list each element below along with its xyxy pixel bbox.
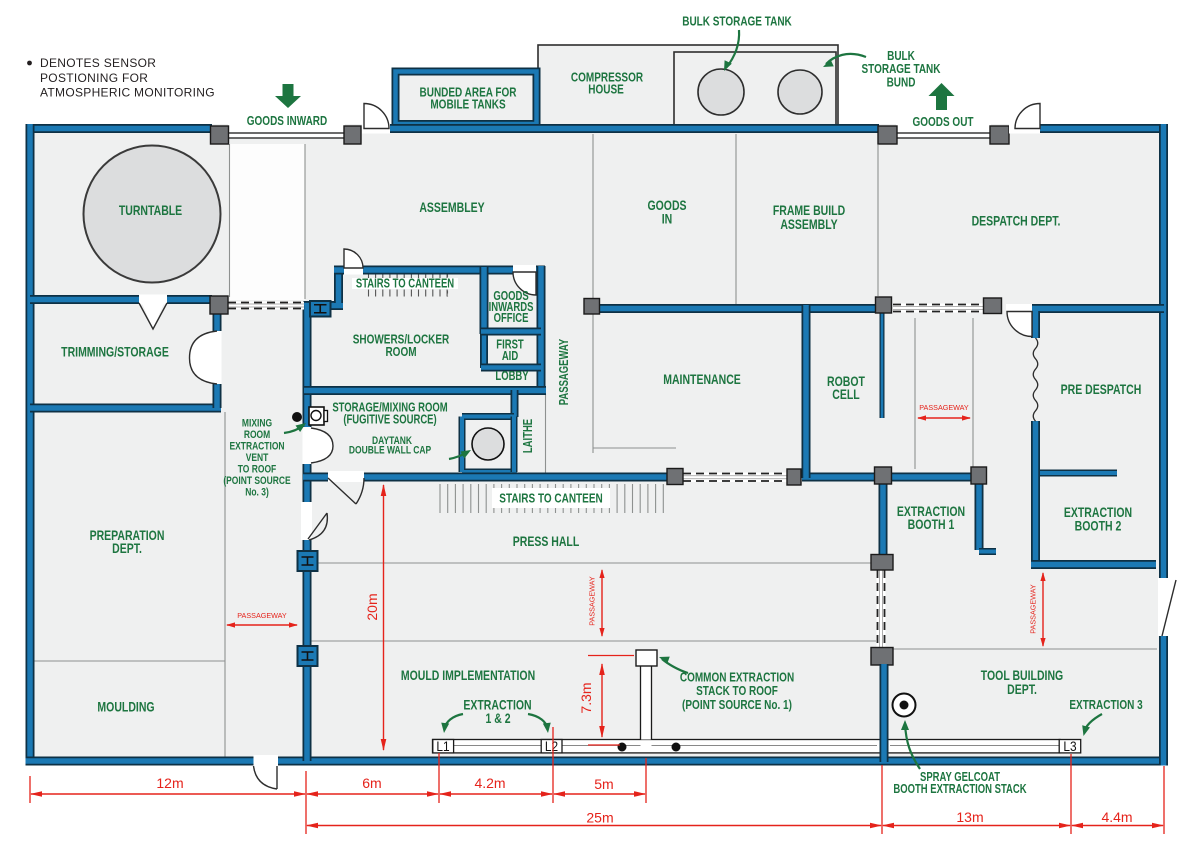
svg-text:LOBBY: LOBBY [495,370,529,384]
svg-text:PASSAGEWAY: PASSAGEWAY [919,403,969,412]
svg-text:FRAME BUILD: FRAME BUILD [773,203,845,219]
svg-text:ASSEMBLY: ASSEMBLY [780,217,837,233]
svg-text:SHOWERS/LOCKER: SHOWERS/LOCKER [353,332,450,347]
svg-text:ATMOSPHERIC MONITORING: ATMOSPHERIC MONITORING [40,86,215,100]
svg-text:DENOTES SENSOR: DENOTES SENSOR [40,56,156,70]
svg-text:STAIRS TO CANTEEN: STAIRS TO CANTEEN [499,491,602,506]
svg-text:COMMON EXTRACTION: COMMON EXTRACTION [680,670,794,685]
svg-text:PRESS HALL: PRESS HALL [513,534,580,550]
svg-text:(FUGITIVE SOURCE): (FUGITIVE SOURCE) [343,413,437,427]
svg-text:1 & 2: 1 & 2 [485,711,510,727]
svg-text:ROOM: ROOM [244,429,270,441]
svg-text:TOOL BUILDING: TOOL BUILDING [981,668,1063,684]
svg-text:CELL: CELL [832,387,860,403]
svg-text:STACK TO ROOF: STACK TO ROOF [696,684,778,699]
svg-text:PASSAGEWAY: PASSAGEWAY [237,611,287,620]
svg-text:MOBILE TANKS: MOBILE TANKS [430,97,505,112]
svg-text:4.2m: 4.2m [474,775,505,791]
svg-text:BUNDED AREA FOR: BUNDED AREA FOR [420,85,517,100]
svg-text:MIXING: MIXING [242,417,272,429]
svg-text:13m: 13m [956,809,983,825]
svg-text:TURNTABLE: TURNTABLE [119,203,182,219]
svg-text:EXTRACTION 3: EXTRACTION 3 [1069,698,1143,713]
svg-text:STAIRS TO CANTEEN: STAIRS TO CANTEEN [356,277,454,291]
svg-text:PASSAGEWAY: PASSAGEWAY [558,338,572,405]
svg-text:MOULDING: MOULDING [97,699,154,715]
svg-text:ROBOT: ROBOT [827,374,865,390]
svg-text:BOOTH EXTRACTION STACK: BOOTH EXTRACTION STACK [893,783,1026,797]
svg-text:BOOTH 1: BOOTH 1 [908,517,955,533]
svg-text:MAINTENANCE: MAINTENANCE [663,372,741,388]
svg-text:EXTRACTION: EXTRACTION [463,697,531,713]
svg-text:BULK: BULK [887,49,915,64]
svg-text:L1: L1 [436,738,449,754]
svg-text:TRIMMING/STORAGE: TRIMMING/STORAGE [61,344,169,360]
svg-text:MOULD IMPLEMENTATION: MOULD IMPLEMENTATION [401,668,535,684]
svg-text:GOODS INWARD: GOODS INWARD [247,114,327,129]
svg-text:25m: 25m [586,810,613,826]
svg-text:PASSAGEWAY: PASSAGEWAY [588,576,597,626]
svg-text:12m: 12m [156,775,183,791]
svg-text:STORAGE TANK: STORAGE TANK [862,62,941,77]
svg-text:AID: AID [502,350,518,364]
svg-text:GOODS: GOODS [493,290,528,304]
svg-text:BOOTH 2: BOOTH 2 [1075,518,1122,534]
svg-text:VENT: VENT [246,452,269,464]
svg-text:EXTRACTION: EXTRACTION [897,504,965,520]
svg-text:GOODS: GOODS [647,198,686,214]
svg-text:SPRAY GELCOAT: SPRAY GELCOAT [920,771,1000,785]
svg-text:(POINT SOURCE No. 1): (POINT SOURCE No. 1) [682,698,792,713]
svg-text:DEPT.: DEPT. [112,541,142,557]
svg-text:HOUSE: HOUSE [588,82,624,97]
svg-text:L3: L3 [1063,738,1076,754]
svg-text:6m: 6m [362,775,381,791]
svg-text:7.3m: 7.3m [578,682,594,713]
svg-text:COMPRESSOR: COMPRESSOR [571,70,644,85]
svg-text:GOODS OUT: GOODS OUT [912,115,973,130]
svg-text:EXTRACTION: EXTRACTION [1064,505,1132,521]
svg-text:IN: IN [662,211,673,227]
svg-text:PRE DESPATCH: PRE DESPATCH [1061,382,1142,398]
svg-text:L2: L2 [545,738,558,754]
svg-text:ROOM: ROOM [385,345,416,360]
svg-text:DAYTANK: DAYTANK [372,435,413,447]
svg-text:4.4m: 4.4m [1101,809,1132,825]
svg-text:5m: 5m [594,776,613,792]
svg-text:20m: 20m [364,593,380,620]
svg-text:DOUBLE WALL CAP: DOUBLE WALL CAP [349,444,432,456]
svg-text:ASSEMBLEY: ASSEMBLEY [419,200,484,216]
svg-text:(POINT SOURCE: (POINT SOURCE [223,475,291,487]
svg-text:PREPARATION: PREPARATION [90,528,165,544]
svg-text:DESPATCH DEPT.: DESPATCH DEPT. [972,213,1061,229]
svg-text:PASSAGEWAY: PASSAGEWAY [1029,584,1038,634]
svg-text:OFFICE: OFFICE [494,312,529,326]
svg-text:BUND: BUND [887,75,916,90]
svg-text:STORAGE/MIXING ROOM: STORAGE/MIXING ROOM [332,401,447,415]
svg-text:BULK STORAGE TANK: BULK STORAGE TANK [682,14,792,29]
svg-text:LAITHE: LAITHE [522,419,536,453]
svg-text:INWARDS: INWARDS [489,301,534,315]
svg-text:No. 3): No. 3) [245,486,269,498]
svg-text:FIRST: FIRST [496,338,524,352]
svg-text:EXTRACTION: EXTRACTION [229,440,284,452]
svg-text:TO ROOF: TO ROOF [238,463,276,475]
svg-text:POSTIONING FOR: POSTIONING FOR [40,71,148,85]
svg-text:DEPT.: DEPT. [1007,682,1037,698]
